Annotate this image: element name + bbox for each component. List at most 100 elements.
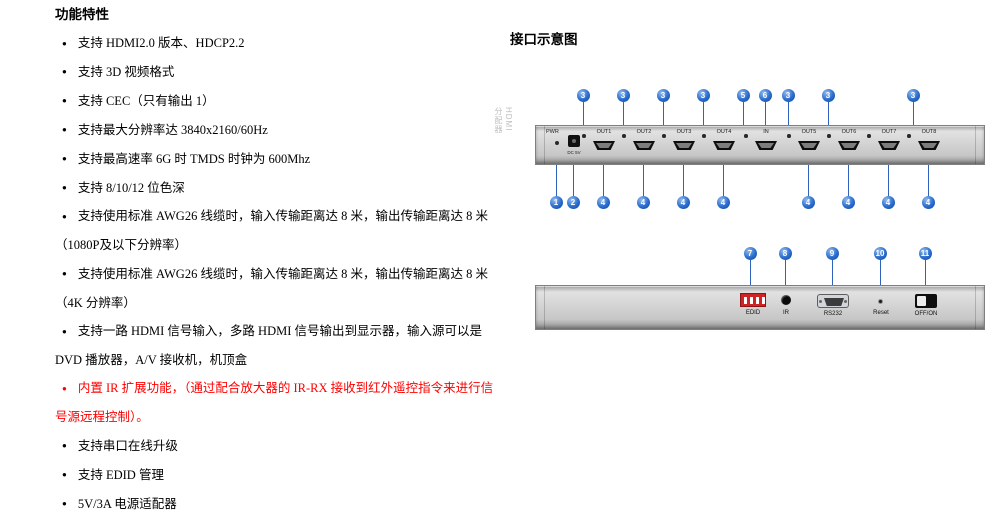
callout-6: 6 xyxy=(759,89,772,102)
feature-text: 5V/3A 电源适配器 xyxy=(78,497,177,511)
callout-5: 5 xyxy=(737,89,750,102)
hdmi-port-in xyxy=(755,141,777,150)
bullet-icon: ● xyxy=(62,212,67,221)
callout-11: 11 xyxy=(919,247,932,260)
features-title: 功能特性 xyxy=(55,6,495,24)
callout-line xyxy=(683,165,684,196)
callout-line xyxy=(556,165,557,196)
callout-line xyxy=(743,102,744,125)
port-led xyxy=(907,134,911,138)
port-led xyxy=(827,134,831,138)
hdmi-port-inner xyxy=(636,143,652,148)
bullet-icon: ● xyxy=(62,183,67,192)
callout-4: 4 xyxy=(842,196,855,209)
bullet-icon: ● xyxy=(62,96,67,105)
callout-line xyxy=(623,102,624,125)
feature-item: ●支持使用标准 AWG26 线缆时，输入传输距离达 8 米，输出传输距离达 8 … xyxy=(55,260,495,317)
port-label-out5: OUT5 xyxy=(796,129,822,135)
callout-9: 9 xyxy=(826,247,839,260)
hdmi-port-out8 xyxy=(918,141,940,150)
feature-text: 支持一路 HDMI 信号输入，多路 HDMI 信号输出到显示器，输入源可以是 D… xyxy=(55,324,482,367)
dip-tick xyxy=(756,297,759,304)
hdmi-port-inner xyxy=(881,143,897,148)
power-switch-rocker xyxy=(917,296,926,306)
bullet-icon: ● xyxy=(62,384,67,393)
port-label-out7: OUT7 xyxy=(876,129,902,135)
feature-text: 支持 HDMI2.0 版本、HDCP2.2 xyxy=(78,36,245,50)
callout-line xyxy=(928,165,929,196)
feature-item: ●支持一路 HDMI 信号输入，多路 HDMI 信号输出到显示器，输入源可以是 … xyxy=(55,317,495,374)
port-led xyxy=(622,134,626,138)
port-led xyxy=(744,134,748,138)
callout-line xyxy=(832,260,833,285)
feature-item: ●支持最高速率 6G 时 TMDS 时钟为 600Mhz xyxy=(55,145,495,174)
callout-4: 4 xyxy=(922,196,935,209)
callout-4: 4 xyxy=(597,196,610,209)
bullet-icon: ● xyxy=(62,39,67,48)
feature-text: 支持串口在线升级 xyxy=(78,439,178,453)
feature-item: ●内置 IR 扩展功能，（通过配合放大器的 IR-RX 接收到红外遥控指令来进行… xyxy=(55,374,495,431)
hdmi-port-out3 xyxy=(673,141,695,150)
callout-4: 4 xyxy=(637,196,650,209)
callout-line xyxy=(913,102,914,125)
callout-line xyxy=(828,102,829,125)
callout-4: 4 xyxy=(802,196,815,209)
callout-10: 10 xyxy=(874,247,887,260)
callout-8: 8 xyxy=(779,247,792,260)
power-switch-label: OFF/ON xyxy=(912,311,940,317)
callout-3: 3 xyxy=(697,89,710,102)
hdmi-port-inner xyxy=(921,143,937,148)
callout-line xyxy=(603,165,604,196)
callout-4: 4 xyxy=(717,196,730,209)
rs232-label: RS232 xyxy=(817,311,849,317)
callout-3: 3 xyxy=(822,89,835,102)
bullet-icon: ● xyxy=(62,125,67,134)
hdmi-port-inner xyxy=(596,143,612,148)
bullet-icon: ● xyxy=(62,470,67,479)
ir-receiver xyxy=(781,295,791,305)
feature-text: 支持使用标准 AWG26 线缆时，输入传输距离达 8 米，输出传输距离达 8 米… xyxy=(55,267,488,310)
callout-line xyxy=(643,165,644,196)
port-label-in: IN xyxy=(753,129,779,135)
rs232-connector xyxy=(817,294,849,308)
feature-text: 支持最大分辨率达 3840x2160/60Hz xyxy=(78,123,268,137)
feature-item: ● 支持最大分辨率达 3840x2160/60Hz xyxy=(55,116,495,145)
feature-text: 支持 3D 视频格式 xyxy=(78,65,175,79)
callout-line xyxy=(925,260,926,285)
bullet-icon: ● xyxy=(62,269,67,278)
feature-text: 内置 IR 扩展功能，（通过配合放大器的 IR-RX 接收到红外遥控指令来进行信… xyxy=(55,381,493,424)
pwr-label: PWR xyxy=(546,129,559,135)
bullet-icon: ● xyxy=(62,441,67,450)
callout-line xyxy=(583,102,584,125)
feature-item: ● 支持 3D 视频格式 xyxy=(55,58,495,87)
callout-line xyxy=(765,102,766,125)
dc-power-jack xyxy=(568,135,580,147)
callout-line xyxy=(785,260,786,285)
feature-text: 支持 CEC（只有输出 1） xyxy=(78,94,215,108)
reset-hole xyxy=(878,299,883,304)
edid-label: EDID xyxy=(740,310,766,316)
port-led xyxy=(662,134,666,138)
callout-4: 4 xyxy=(882,196,895,209)
watermark: HDMI分配器 xyxy=(493,107,513,139)
bullet-icon: ● xyxy=(62,67,67,76)
hdmi-port-inner xyxy=(676,143,692,148)
port-label-out3: OUT3 xyxy=(671,129,697,135)
rs232-pin-area xyxy=(824,298,844,306)
feature-item: ●支持 EDID 管理 xyxy=(55,461,495,490)
hdmi-port-out5 xyxy=(798,141,820,150)
front-panel: EDID IR RS232 Reset OFF/ON xyxy=(535,285,985,330)
dip-tick xyxy=(762,297,765,304)
callout-1: 1 xyxy=(550,196,563,209)
callout-line xyxy=(880,260,881,285)
port-label-out1: OUT1 xyxy=(591,129,617,135)
hdmi-port-out7 xyxy=(878,141,900,150)
port-label-out2: OUT2 xyxy=(631,129,657,135)
port-led xyxy=(867,134,871,138)
callout-line xyxy=(750,260,751,285)
bullet-icon: ● xyxy=(62,154,67,163)
callout-3: 3 xyxy=(617,89,630,102)
callout-7: 7 xyxy=(744,247,757,260)
callout-3: 3 xyxy=(907,89,920,102)
feature-item: ● 支持串口在线升级 xyxy=(55,432,495,461)
